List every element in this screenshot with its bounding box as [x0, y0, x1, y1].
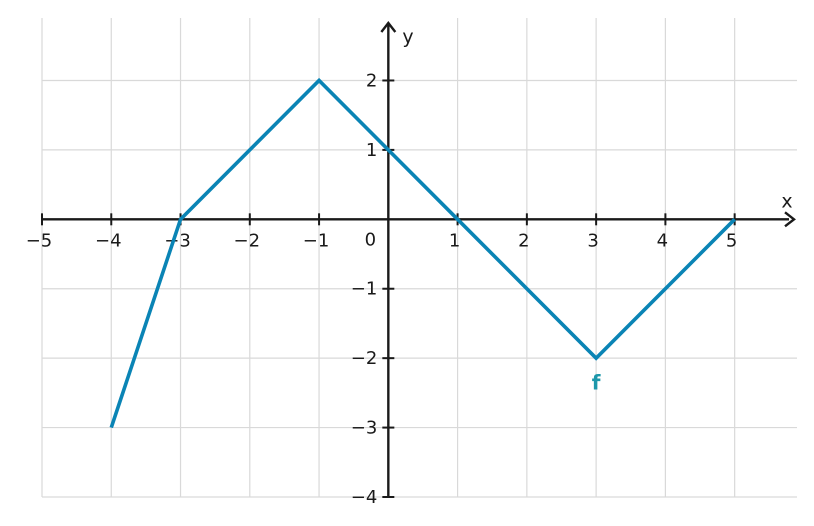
y-ticks: 2 1 −1 −2 −3 −4: [351, 70, 395, 508]
x-tick-label: 4: [657, 230, 668, 251]
series-label-f: f: [592, 370, 601, 394]
y-tick-label: 2: [366, 70, 377, 91]
x-tick-label: 1: [449, 230, 460, 251]
y-tick-label: −4: [351, 487, 378, 508]
grid: [41, 18, 797, 498]
axes: x y 0: [42, 21, 796, 497]
y-tick-label: −1: [351, 279, 378, 300]
x-tick-label: 3: [587, 230, 598, 251]
x-tick-label: −2: [234, 230, 261, 251]
x-axis-arrow: [784, 211, 796, 228]
y-tick-label: −3: [351, 418, 378, 439]
x-tick-label: −4: [95, 230, 122, 251]
x-tick-label: 5: [726, 230, 737, 251]
series-layer: f: [109, 77, 736, 429]
x-tick-label: 2: [518, 230, 529, 251]
x-tick-label: −5: [26, 230, 53, 251]
series-line-f: [109, 77, 736, 429]
origin-label: 0: [365, 229, 376, 250]
y-axis-arrow: [380, 21, 397, 33]
x-axis-label: x: [781, 190, 792, 212]
y-tick-label: −2: [351, 348, 378, 369]
x-tick-label: −1: [303, 230, 330, 251]
y-tick-label: 1: [366, 140, 377, 161]
y-axis-label: y: [402, 26, 413, 48]
